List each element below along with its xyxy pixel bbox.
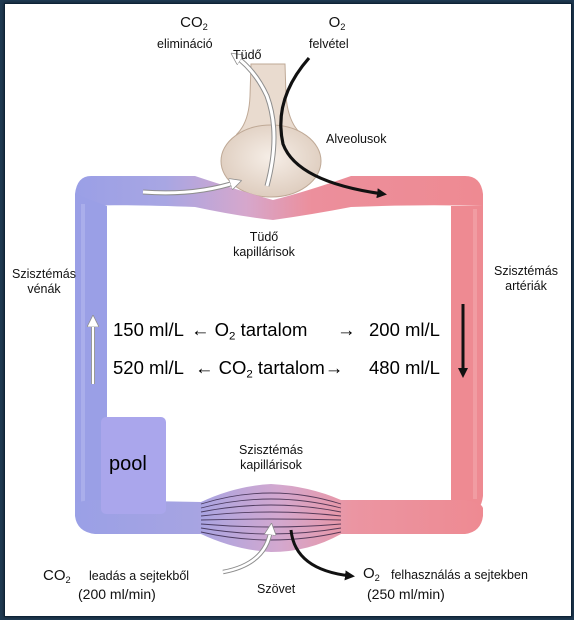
systemic-veins-label: Szisztémás vénák — [12, 267, 76, 296]
o2-usage-formula: O2 — [363, 565, 380, 583]
o2-uptake-arrow — [279, 56, 387, 199]
o2-content-label: ← O2 tartalom — [191, 319, 308, 343]
tissue-label: Szövet — [257, 582, 296, 596]
co2-elimination-formula: CO2 — [180, 14, 208, 32]
o2-uptake-formula: O2 — [328, 14, 346, 32]
o2-uptake-label: felvétel — [309, 37, 349, 51]
co2-venous-value: 520 ml/L — [113, 357, 184, 378]
systemic-capillaries-label: Szisztémás kapillárisok — [239, 443, 303, 472]
alveoli-label: Alveolusok — [326, 132, 387, 146]
o2-usage-rate: (250 ml/min) — [367, 586, 445, 602]
lung-capillaries-label: Tüdő kapillárisok — [233, 230, 295, 259]
o2-arterial-value: 200 ml/L — [369, 319, 440, 340]
top-vessel — [75, 176, 483, 220]
lung-label: Tüdő — [233, 48, 262, 62]
o2-usage-label: felhasználás a sejtekben — [391, 568, 528, 582]
co2-content-label: ← CO2 tartalom→ — [195, 357, 344, 381]
co2-elimination-label: elimináció — [157, 37, 213, 51]
pool-label: pool — [109, 453, 147, 475]
capillary-strands — [200, 492, 342, 541]
o2-usage-arrow — [289, 529, 355, 581]
co2-release-label: leadás a sejtekből — [89, 569, 190, 583]
artery-vessel — [451, 206, 483, 516]
o2-right-arrow: → — [337, 319, 356, 340]
diagram-frame: CO2 elimináció Tüdő O2 felvétel Alveolus… — [4, 3, 572, 617]
circulation-drawing — [75, 4, 483, 581]
co2-arterial-value: 480 ml/L — [369, 357, 440, 378]
co2-release-formula: CO2 — [43, 567, 71, 585]
co2-release-rate: (200 ml/min) — [78, 586, 156, 602]
bottom-vessel — [75, 484, 483, 552]
systemic-arteries-label: Szisztémás artériák — [494, 264, 558, 293]
venous-pool: pool — [101, 417, 166, 514]
o2-venous-value: 150 ml/L — [113, 319, 184, 340]
